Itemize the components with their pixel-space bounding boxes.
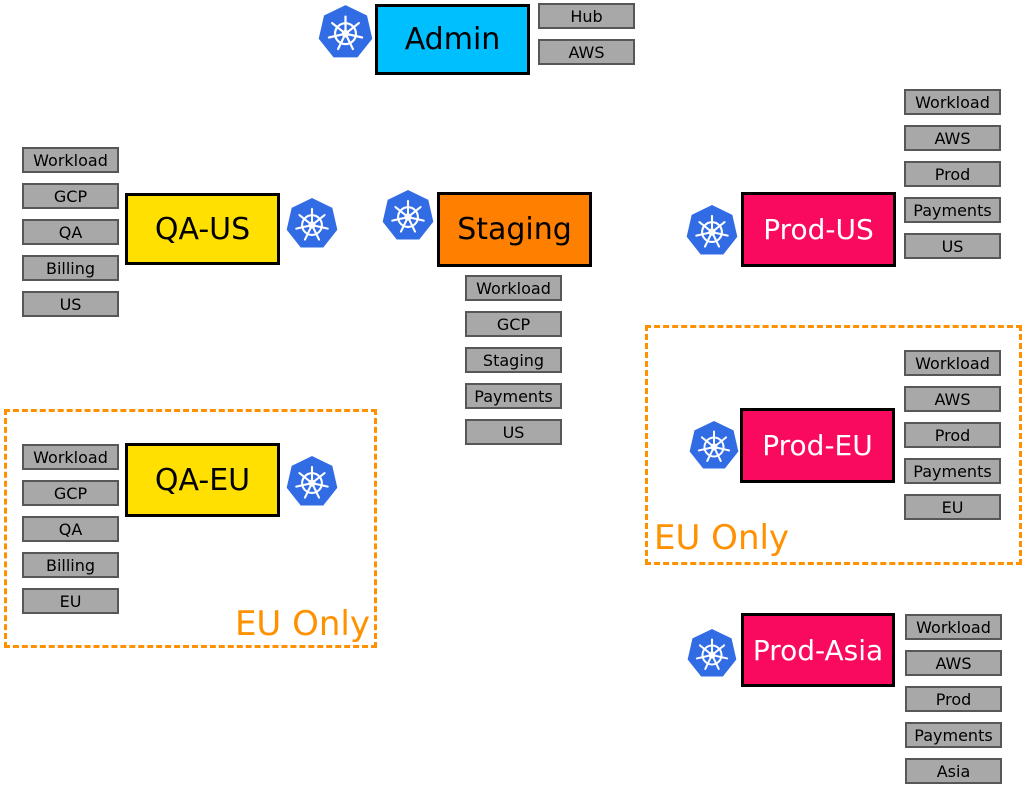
cluster-node-qa-us: QA-US <box>125 193 280 265</box>
tag: Workload <box>904 89 1001 115</box>
tag: GCP <box>465 311 562 337</box>
tag: Workload <box>22 147 119 173</box>
cluster-node-admin: Admin <box>375 4 530 75</box>
tag: Workload <box>905 614 1002 640</box>
tag: AWS <box>904 386 1001 412</box>
tag: QA <box>22 516 119 542</box>
tag: Billing <box>22 552 119 578</box>
eu-only-label-right: EU Only <box>654 518 790 558</box>
tag: EU <box>22 588 119 614</box>
tag: AWS <box>904 125 1001 151</box>
tag: Payments <box>905 722 1002 748</box>
eu-only-label-left: EU Only <box>234 604 370 644</box>
tag: EU <box>904 494 1001 520</box>
tag: GCP <box>22 480 119 506</box>
tag: QA <box>22 219 119 245</box>
kubernetes-icon <box>286 197 338 249</box>
cluster-node-prod-asia: Prod-Asia <box>741 613 895 687</box>
kubernetes-icon <box>689 420 739 470</box>
eu-only-zone-left <box>4 409 377 648</box>
tag: Billing <box>22 255 119 281</box>
tag: US <box>22 291 119 317</box>
tag: US <box>904 233 1001 259</box>
cluster-node-qa-eu: QA-EU <box>125 443 280 517</box>
tag: AWS <box>538 39 635 65</box>
cluster-node-prod-eu: Prod-EU <box>740 408 895 483</box>
tag: Payments <box>465 383 562 409</box>
tag: Payments <box>904 197 1001 223</box>
eu-only-zone-right <box>645 325 1022 565</box>
kubernetes-icon <box>687 628 737 678</box>
cluster-node-prod-us: Prod-US <box>741 192 896 267</box>
tag: US <box>465 419 562 445</box>
tag: Asia <box>905 758 1002 784</box>
tag: Prod <box>904 422 1001 448</box>
tag: Hub <box>538 3 635 29</box>
tag: Prod <box>905 686 1002 712</box>
tag: GCP <box>22 183 119 209</box>
kubernetes-icon <box>686 204 738 256</box>
kubernetes-icon <box>318 4 373 59</box>
kubernetes-icon <box>382 189 434 241</box>
tag: Workload <box>465 275 562 301</box>
tag: AWS <box>905 650 1002 676</box>
tag: Workload <box>904 350 1001 376</box>
cluster-node-staging: Staging <box>437 192 592 267</box>
tag: Staging <box>465 347 562 373</box>
tag: Workload <box>22 444 119 470</box>
kubernetes-icon <box>286 455 338 507</box>
tag: Prod <box>904 161 1001 187</box>
tag: Payments <box>904 458 1001 484</box>
